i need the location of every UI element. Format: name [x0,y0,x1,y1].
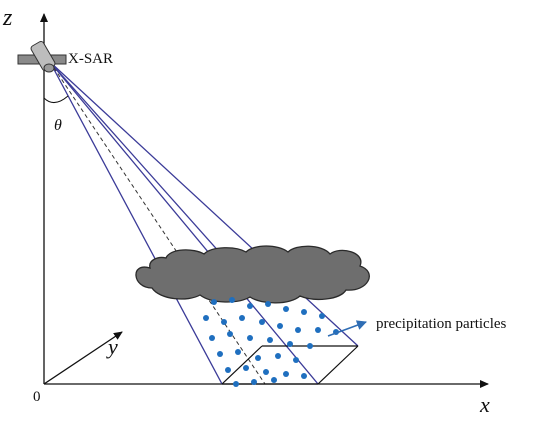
z-axis-label: z [2,5,13,31]
particle-dot [263,369,269,375]
particle-dot [265,301,271,307]
particle-dot [293,357,299,363]
y-axis-label: y [106,334,118,359]
particle-dot [283,371,289,377]
particle-dot [307,343,313,349]
annotation-label: precipitation particles [376,316,507,332]
particle-dot [243,365,249,371]
particle-dot [233,381,239,387]
particle-dot [275,353,281,359]
precipitation-particles [203,297,339,387]
beam-line-right [49,61,359,347]
sensor-label: X-SAR [68,51,113,67]
particle-dot [267,337,273,343]
origin-label: 0 [33,389,41,405]
particle-dot [287,341,293,347]
cloud-icon [135,245,370,304]
beam-line-left [49,61,223,385]
particle-dot [217,351,223,357]
beam-center-dashed [49,61,266,385]
particle-dot [203,315,209,321]
particle-dot [301,309,307,315]
annotation-arrow [327,320,367,337]
incidence-angle-arc [43,95,69,103]
particle-dot [209,335,215,341]
particle-dot [277,323,283,329]
x-axis-label: x [479,392,490,417]
beam-line-center-left [49,61,319,385]
particle-dot [255,355,261,361]
particle-dot [225,367,231,373]
particle-dot [319,313,325,319]
y-axis [43,331,123,385]
volume-edge-left-diagonal [221,345,263,385]
particle-dot [271,377,277,383]
particle-dot [301,373,307,379]
volume-edge-right-bottom [317,345,359,385]
particle-dot [211,299,217,305]
satellite-icon [17,40,67,73]
particle-dot [227,331,233,337]
particle-dot [247,335,253,341]
particle-dot [251,379,257,385]
incidence-angle-label: θ [54,117,62,134]
particle-dot [259,319,265,325]
particle-dot [283,306,289,312]
particle-dot [247,303,253,309]
particle-dot [315,327,321,333]
particle-dot [229,297,235,303]
particle-dot [235,349,241,355]
particle-dot [239,315,245,321]
particle-dot [221,319,227,325]
particle-dot [295,327,301,333]
